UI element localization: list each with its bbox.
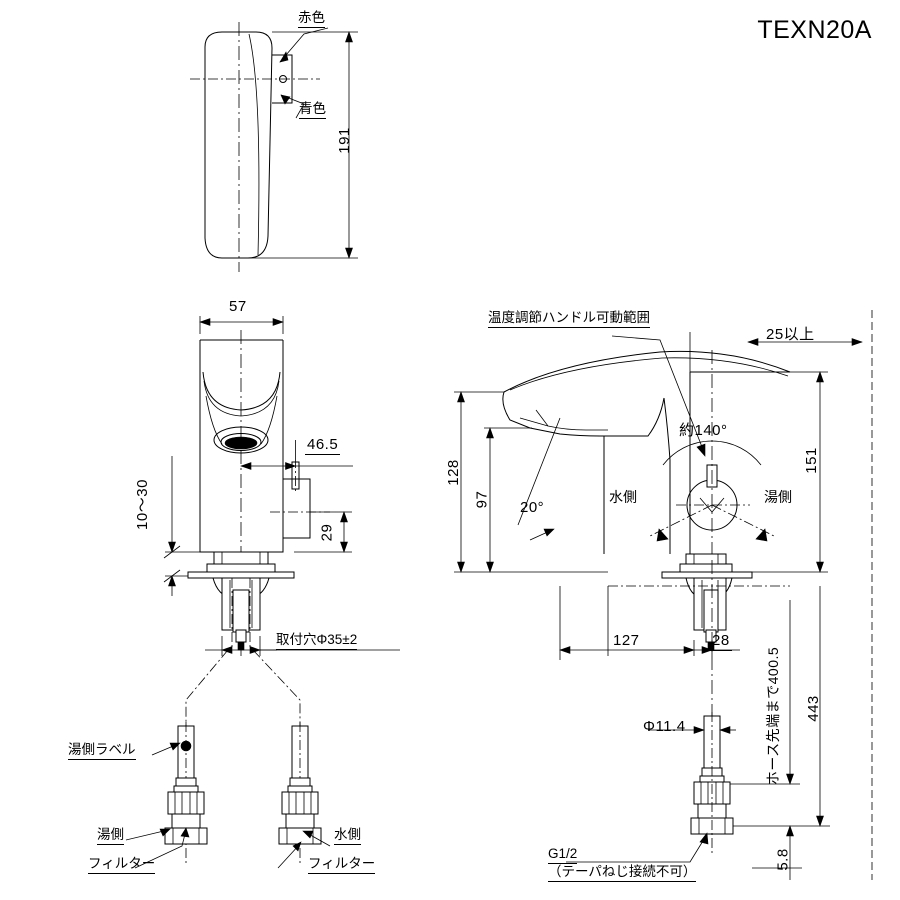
dim-127: 127 [613,632,640,649]
dim-28: 28 [710,632,732,651]
callout-cold-side-side: 水側 [609,489,637,505]
dim-10-30: 10～30 [133,479,151,530]
dim-29: 29 [318,523,336,542]
dim-57: 57 [229,298,247,315]
dim-46-5: 46.5 [305,436,341,455]
callout-blue-color: 青色 [299,101,326,119]
dim-151: 151 [802,447,820,474]
callout-cold-side: 水側 [334,827,361,845]
dim-hose-400-5: ホース先端まで400.5 [765,646,782,786]
dim-191: 191 [335,127,353,154]
callout-hot-side-side: 湯側 [764,489,792,505]
faucet-front-view [163,316,400,660]
dim-5-8: 5.8 [774,848,792,871]
dim-phi-11-4: Φ11.4 [643,718,686,735]
callout-handle-range: 温度調節ハンドル可動範囲 [488,310,650,328]
callout-filter-left: フィルター [88,856,156,874]
callout-red-color: 赤色 [298,10,325,28]
dim-128: 128 [444,459,462,486]
faucet-side-view [454,310,873,880]
dim-97: 97 [473,490,491,509]
dim-20-deg: 20° [520,499,545,516]
callout-hot-side-label: 湯側ラベル [68,742,136,760]
callout-hot-side: 湯側 [97,827,124,845]
lever-handle-view [190,22,358,272]
callout-thread-g12: G1/2 [548,846,578,864]
page-title: TEXN20A [757,16,872,44]
callout-mounting-hole: 取付穴Φ35±2 [276,632,358,650]
dim-140-deg: 約140° [679,422,728,439]
callout-filter-right: フィルター [308,856,376,874]
dim-443: 443 [804,695,822,722]
dim-25-min: 25以上 [766,326,815,343]
supply-hoses-front [125,649,331,869]
callout-thread-note: （テーパねじ接続不可） [548,864,697,882]
